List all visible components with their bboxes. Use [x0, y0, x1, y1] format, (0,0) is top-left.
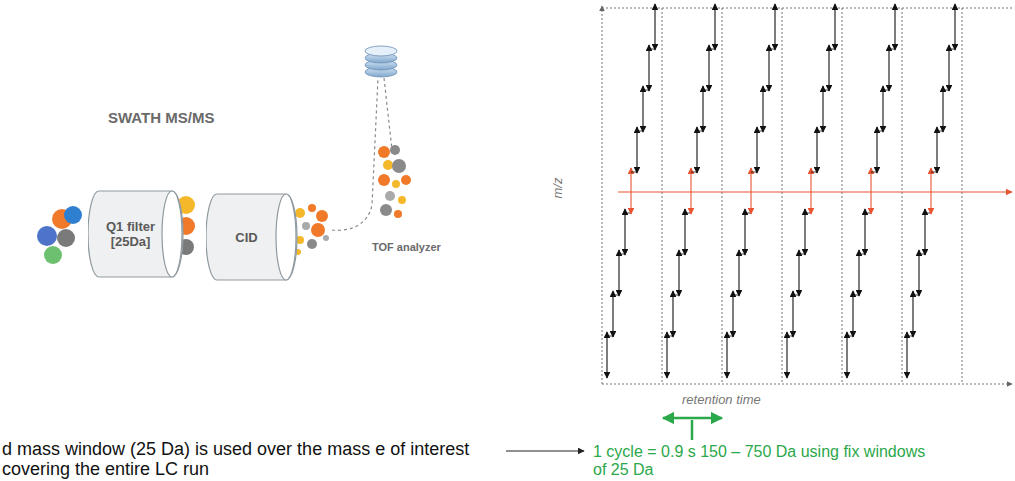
- analyzer-label: TOF analyzer: [372, 241, 441, 254]
- fragment-spheres: [295, 204, 329, 255]
- tof-spheres: [378, 145, 411, 218]
- note-text: d mass window (25 Da) is used over the m…: [2, 439, 492, 479]
- axis-label: retention time: [682, 392, 761, 408]
- cylinder-box: Q1 filter [25Da]: [88, 190, 184, 278]
- cylinder-label: CID: [235, 230, 257, 245]
- note-arrow: [506, 451, 584, 452]
- extraction-line: [618, 191, 1012, 192]
- cylinder-label: Q1 filter [25Da]: [95, 219, 167, 249]
- section-title: SWATH MS/MS: [108, 109, 214, 127]
- swath-windows: [607, 4, 962, 384]
- ion-spheres: [37, 206, 82, 264]
- cycle-note: 1 cycle = 0.9 s 150 – 750 Da using fix w…: [593, 443, 933, 479]
- cycle-arrow: [663, 417, 722, 420]
- tof-reflectron: [365, 46, 397, 77]
- cylinder-box: CID: [206, 193, 298, 281]
- cycle-leader: [691, 420, 694, 440]
- axis-label: m/z: [550, 178, 566, 199]
- chart-axes: [602, 6, 1012, 384]
- ion-path: [332, 78, 392, 230]
